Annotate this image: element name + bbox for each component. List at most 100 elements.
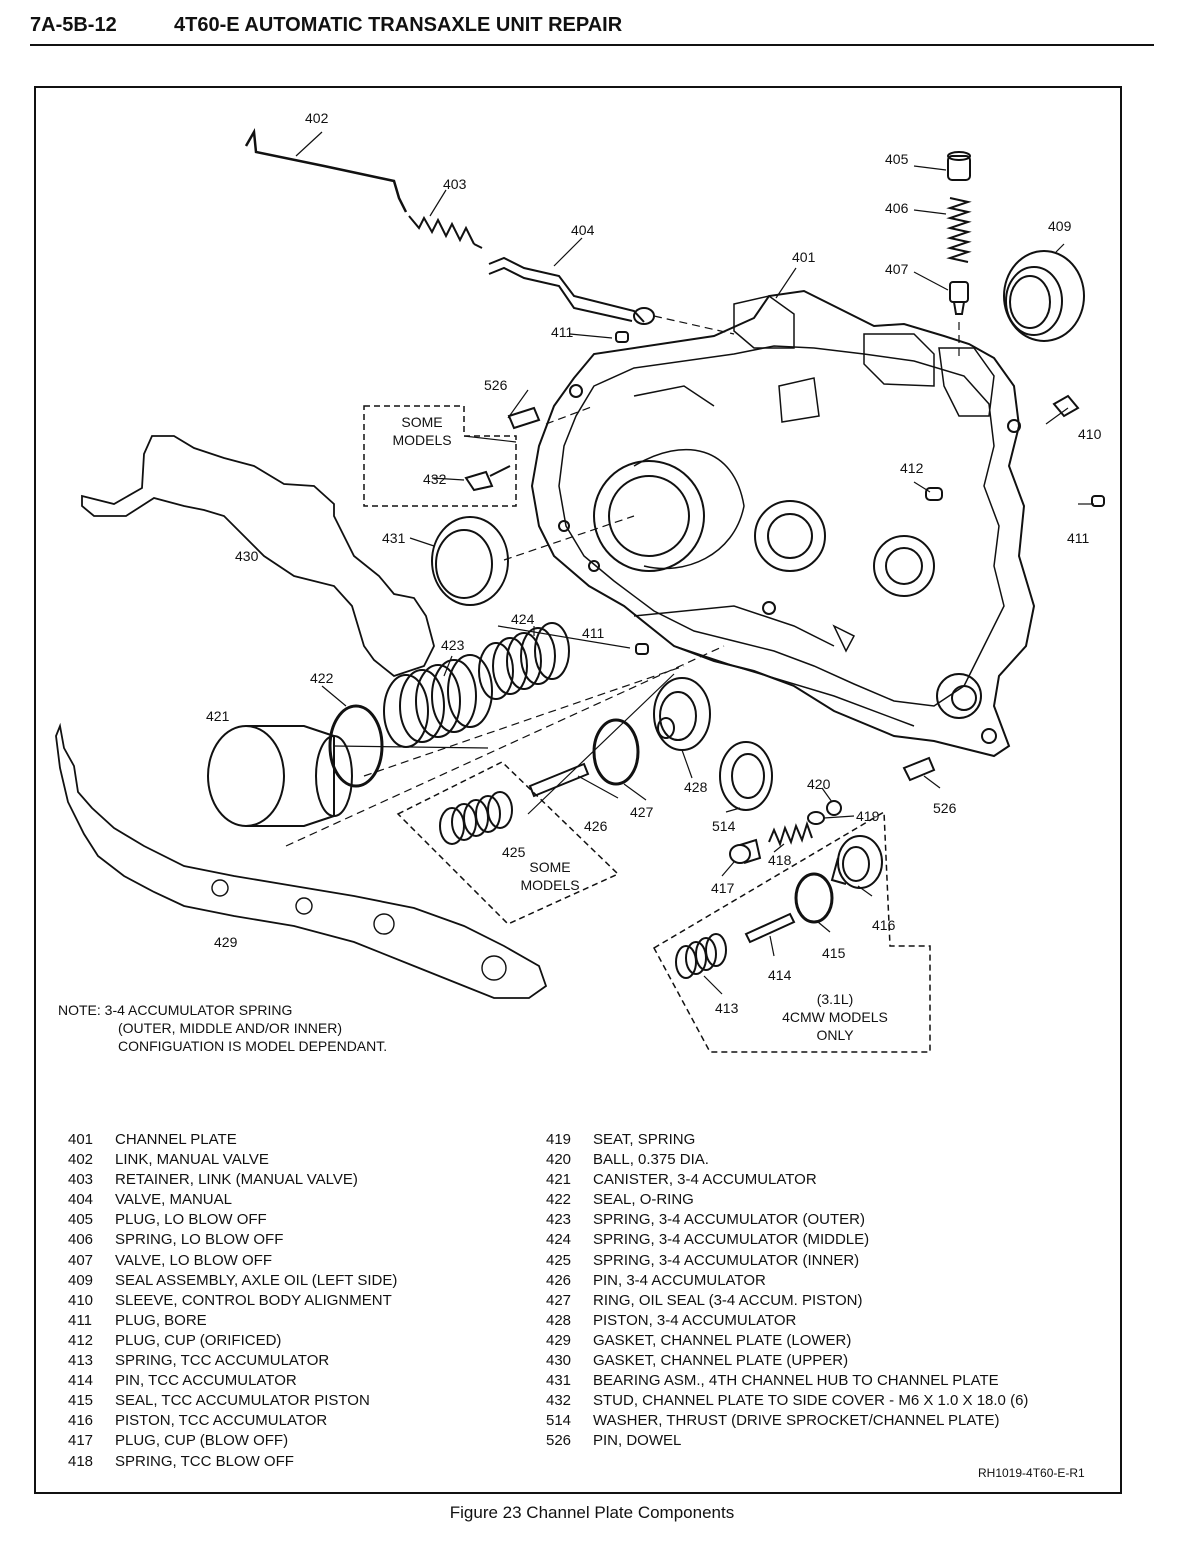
legend-part-number: 427 xyxy=(546,1291,572,1309)
leader-lines xyxy=(295,131,1094,995)
legend-part-number: 419 xyxy=(546,1131,572,1148)
legend-part-description: SPRING, 3-4 ACCUMULATOR (MIDDLE) xyxy=(593,1231,870,1249)
tcc-pin-drawing xyxy=(744,912,796,944)
legend-part-number: 405 xyxy=(68,1211,94,1229)
legend-part-description: CANISTER, 3-4 ACCUMULATOR xyxy=(593,1171,817,1189)
legend-part-number: 402 xyxy=(68,1151,94,1169)
legend-part-description: SPRING, 3-4 ACCUMULATOR (INNER) xyxy=(593,1251,860,1269)
dowel-pin-drawing xyxy=(507,406,541,430)
some-models-2-line2: MODELS xyxy=(520,877,580,893)
legend-part-description: WASHER, THRUST (DRIVE SPROCKET/CHANNEL P… xyxy=(593,1412,1000,1430)
legend-part-description: GASKET, CHANNEL PLATE (LOWER) xyxy=(593,1331,852,1349)
callout-424: 424 xyxy=(511,611,535,627)
callout-514: 514 xyxy=(712,818,736,834)
upper-gasket-drawing xyxy=(81,435,435,678)
figure-reference-code: RH1019-4T60-E-R1 xyxy=(978,1466,1085,1480)
callout-425: 425 xyxy=(502,844,526,860)
legend-row: 414 PIN, TCC ACCUMULATOR xyxy=(68,1371,397,1391)
page-title: 4T60-E AUTOMATIC TRANSAXLE UNIT REPAIR xyxy=(174,14,623,36)
legend-row: 416 PISTON, TCC ACCUMULATOR xyxy=(68,1411,397,1431)
callout-416: 416 xyxy=(872,917,896,933)
spring-config-note: NOTE: 3-4 ACCUMULATOR SPRING (OUTER, MID… xyxy=(58,1001,387,1055)
tcc-piston-drawing xyxy=(830,835,883,889)
legend-part-description: PLUG, BORE xyxy=(115,1311,207,1329)
legend-part-description: PISTON, TCC ACCUMULATOR xyxy=(115,1412,328,1430)
legend-part-number: 425 xyxy=(546,1251,572,1269)
exploded-view-drawing xyxy=(55,127,1105,1053)
legend-row: 406 SPRING, LO BLOW OFF xyxy=(68,1230,397,1250)
legend-part-description: GASKET, CHANNEL PLATE (UPPER) xyxy=(593,1352,849,1370)
legend-part-number: 414 xyxy=(68,1372,94,1390)
legend-row: 407 VALVE, LO BLOW OFF xyxy=(68,1251,397,1271)
legend-part-number: 407 xyxy=(68,1251,94,1269)
callout-526: 526 xyxy=(484,377,508,393)
callout-420: 420 xyxy=(807,776,831,792)
note-line1: 3-4 ACCUMULATOR SPRING xyxy=(104,1002,293,1018)
note-prefix: NOTE: xyxy=(58,1002,101,1018)
legend-part-description: SEAL, TCC ACCUMULATOR PISTON xyxy=(115,1392,370,1410)
note-line3: CONFIGUATION IS MODEL DEPENDANT. xyxy=(118,1038,388,1054)
blow-off-cup-plug-drawing xyxy=(729,838,762,864)
inner-spring-drawing xyxy=(439,791,513,845)
tcc-blow-off-spring-drawing xyxy=(768,820,813,847)
some-models-label-2: SOME MODELS xyxy=(510,858,590,894)
legend-part-number: 424 xyxy=(546,1231,572,1249)
legend-part-description: RING, OIL SEAL (3-4 ACCUM. PISTON) xyxy=(593,1291,863,1309)
legend-part-description: VALVE, LO BLOW OFF xyxy=(115,1251,272,1269)
tcc-piston-seal-drawing xyxy=(794,872,834,924)
lo-blow-off-valve-drawing xyxy=(949,281,969,315)
cmw-line3: ONLY xyxy=(816,1027,854,1043)
legend-part-description: PLUG, LO BLOW OFF xyxy=(115,1211,267,1229)
legend-part-description: SPRING, TCC ACCUMULATOR xyxy=(115,1352,330,1370)
bearing-assembly-drawing xyxy=(431,516,509,606)
some-models-box-1 xyxy=(363,405,517,507)
figure-frame xyxy=(34,86,1122,1494)
callout-431: 431 xyxy=(382,530,406,546)
outer-spring-drawing xyxy=(383,654,493,748)
callout-412: 412 xyxy=(900,460,924,476)
callout-411: 411 xyxy=(1067,530,1090,546)
callout-404: 404 xyxy=(571,222,595,238)
callout-430: 430 xyxy=(235,548,259,564)
legend-part-number: 411 xyxy=(68,1311,92,1329)
callout-432: 432 xyxy=(423,471,447,487)
callout-413: 413 xyxy=(715,1000,739,1016)
legend-row: 427 RING, OIL SEAL (3-4 ACCUM. PISTON) xyxy=(546,1291,1028,1311)
legend-part-number: 430 xyxy=(546,1352,572,1370)
callout-419: 419 xyxy=(856,808,880,824)
spring-seat-drawing xyxy=(807,811,825,825)
legend-part-number: 422 xyxy=(546,1191,572,1209)
legend-part-number: 428 xyxy=(546,1311,572,1329)
oil-seal-ring-drawing xyxy=(592,718,640,786)
legend-row: 424 SPRING, 3-4 ACCUMULATOR (MIDDLE) xyxy=(546,1230,1028,1250)
callout-427: 427 xyxy=(630,804,654,820)
legend-part-number: 406 xyxy=(68,1231,94,1249)
lo-blow-off-plug-drawing xyxy=(947,151,971,181)
legend-part-description: SPRING, LO BLOW OFF xyxy=(115,1231,284,1249)
legend-part-number: 421 xyxy=(546,1171,572,1189)
legend-part-description: SLEEVE, CONTROL BODY ALIGNMENT xyxy=(115,1291,392,1309)
callout-411: 411 xyxy=(551,324,574,340)
legend-part-number: 416 xyxy=(68,1412,94,1430)
callout-526: 526 xyxy=(933,800,957,816)
alignment-sleeve-drawing xyxy=(1052,394,1080,418)
ball-drawing xyxy=(826,800,842,816)
lower-gasket-holes xyxy=(211,879,507,981)
callout-406: 406 xyxy=(885,200,909,216)
legend-part-number: 426 xyxy=(546,1271,572,1289)
legend-part-description: PIN, TCC ACCUMULATOR xyxy=(115,1372,297,1390)
thrust-washer-drawing xyxy=(719,741,773,811)
accumulator-piston-drawing xyxy=(653,677,711,751)
cup-plug-orificed-drawing xyxy=(925,487,943,501)
some-models-2-line1: SOME xyxy=(529,859,571,875)
cmw-line1: (3.1L) xyxy=(816,991,854,1007)
some-models-label-1: SOME MODELS xyxy=(382,413,462,449)
canister-drawing xyxy=(207,725,353,827)
legend-part-number: 514 xyxy=(546,1412,572,1430)
legend-part-description: BEARING ASM., 4TH CHANNEL HUB TO CHANNEL… xyxy=(593,1372,999,1390)
